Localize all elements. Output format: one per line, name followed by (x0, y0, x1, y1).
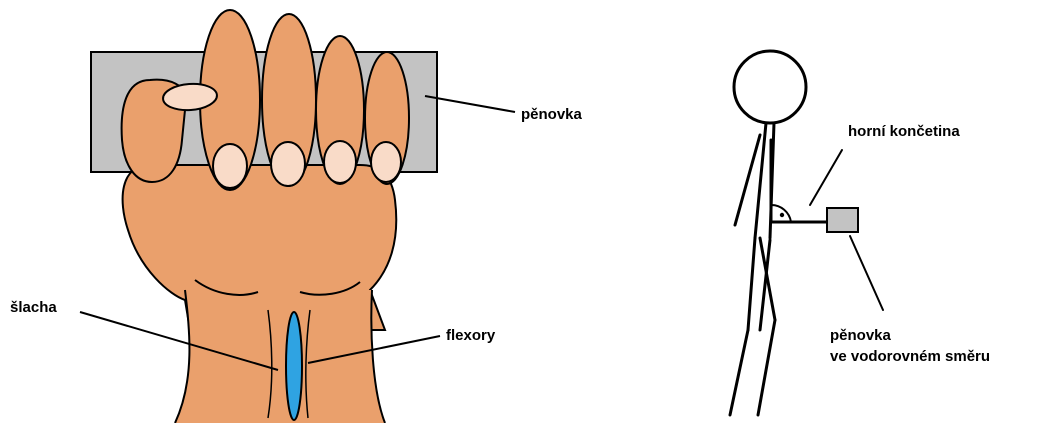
figure-foam-leader-line (850, 236, 883, 310)
figure-head (734, 51, 806, 123)
hand-diagram: pěnovka šlacha flexory (10, 10, 583, 423)
figure-leg-back (748, 238, 755, 330)
forearm (175, 290, 385, 423)
label-figure-foam-line1: pěnovka (830, 327, 892, 344)
label-foam: pěnovka (521, 106, 583, 123)
figure-torso (755, 123, 766, 238)
upper-limb-leader-line (810, 150, 842, 205)
nail-ring (324, 141, 356, 183)
label-figure-foam-line2: ve vodorovném směru (830, 348, 990, 365)
figure-foam-block (827, 208, 858, 232)
label-tendon: šlacha (10, 299, 57, 316)
foam-leader-line (425, 96, 515, 112)
nail-little (371, 142, 401, 182)
nail-middle (271, 142, 305, 186)
label-upper-limb: horní končetina (848, 123, 960, 140)
nail-index (213, 144, 247, 188)
label-flexors: flexory (446, 327, 496, 344)
flexor-tendon (286, 312, 302, 420)
